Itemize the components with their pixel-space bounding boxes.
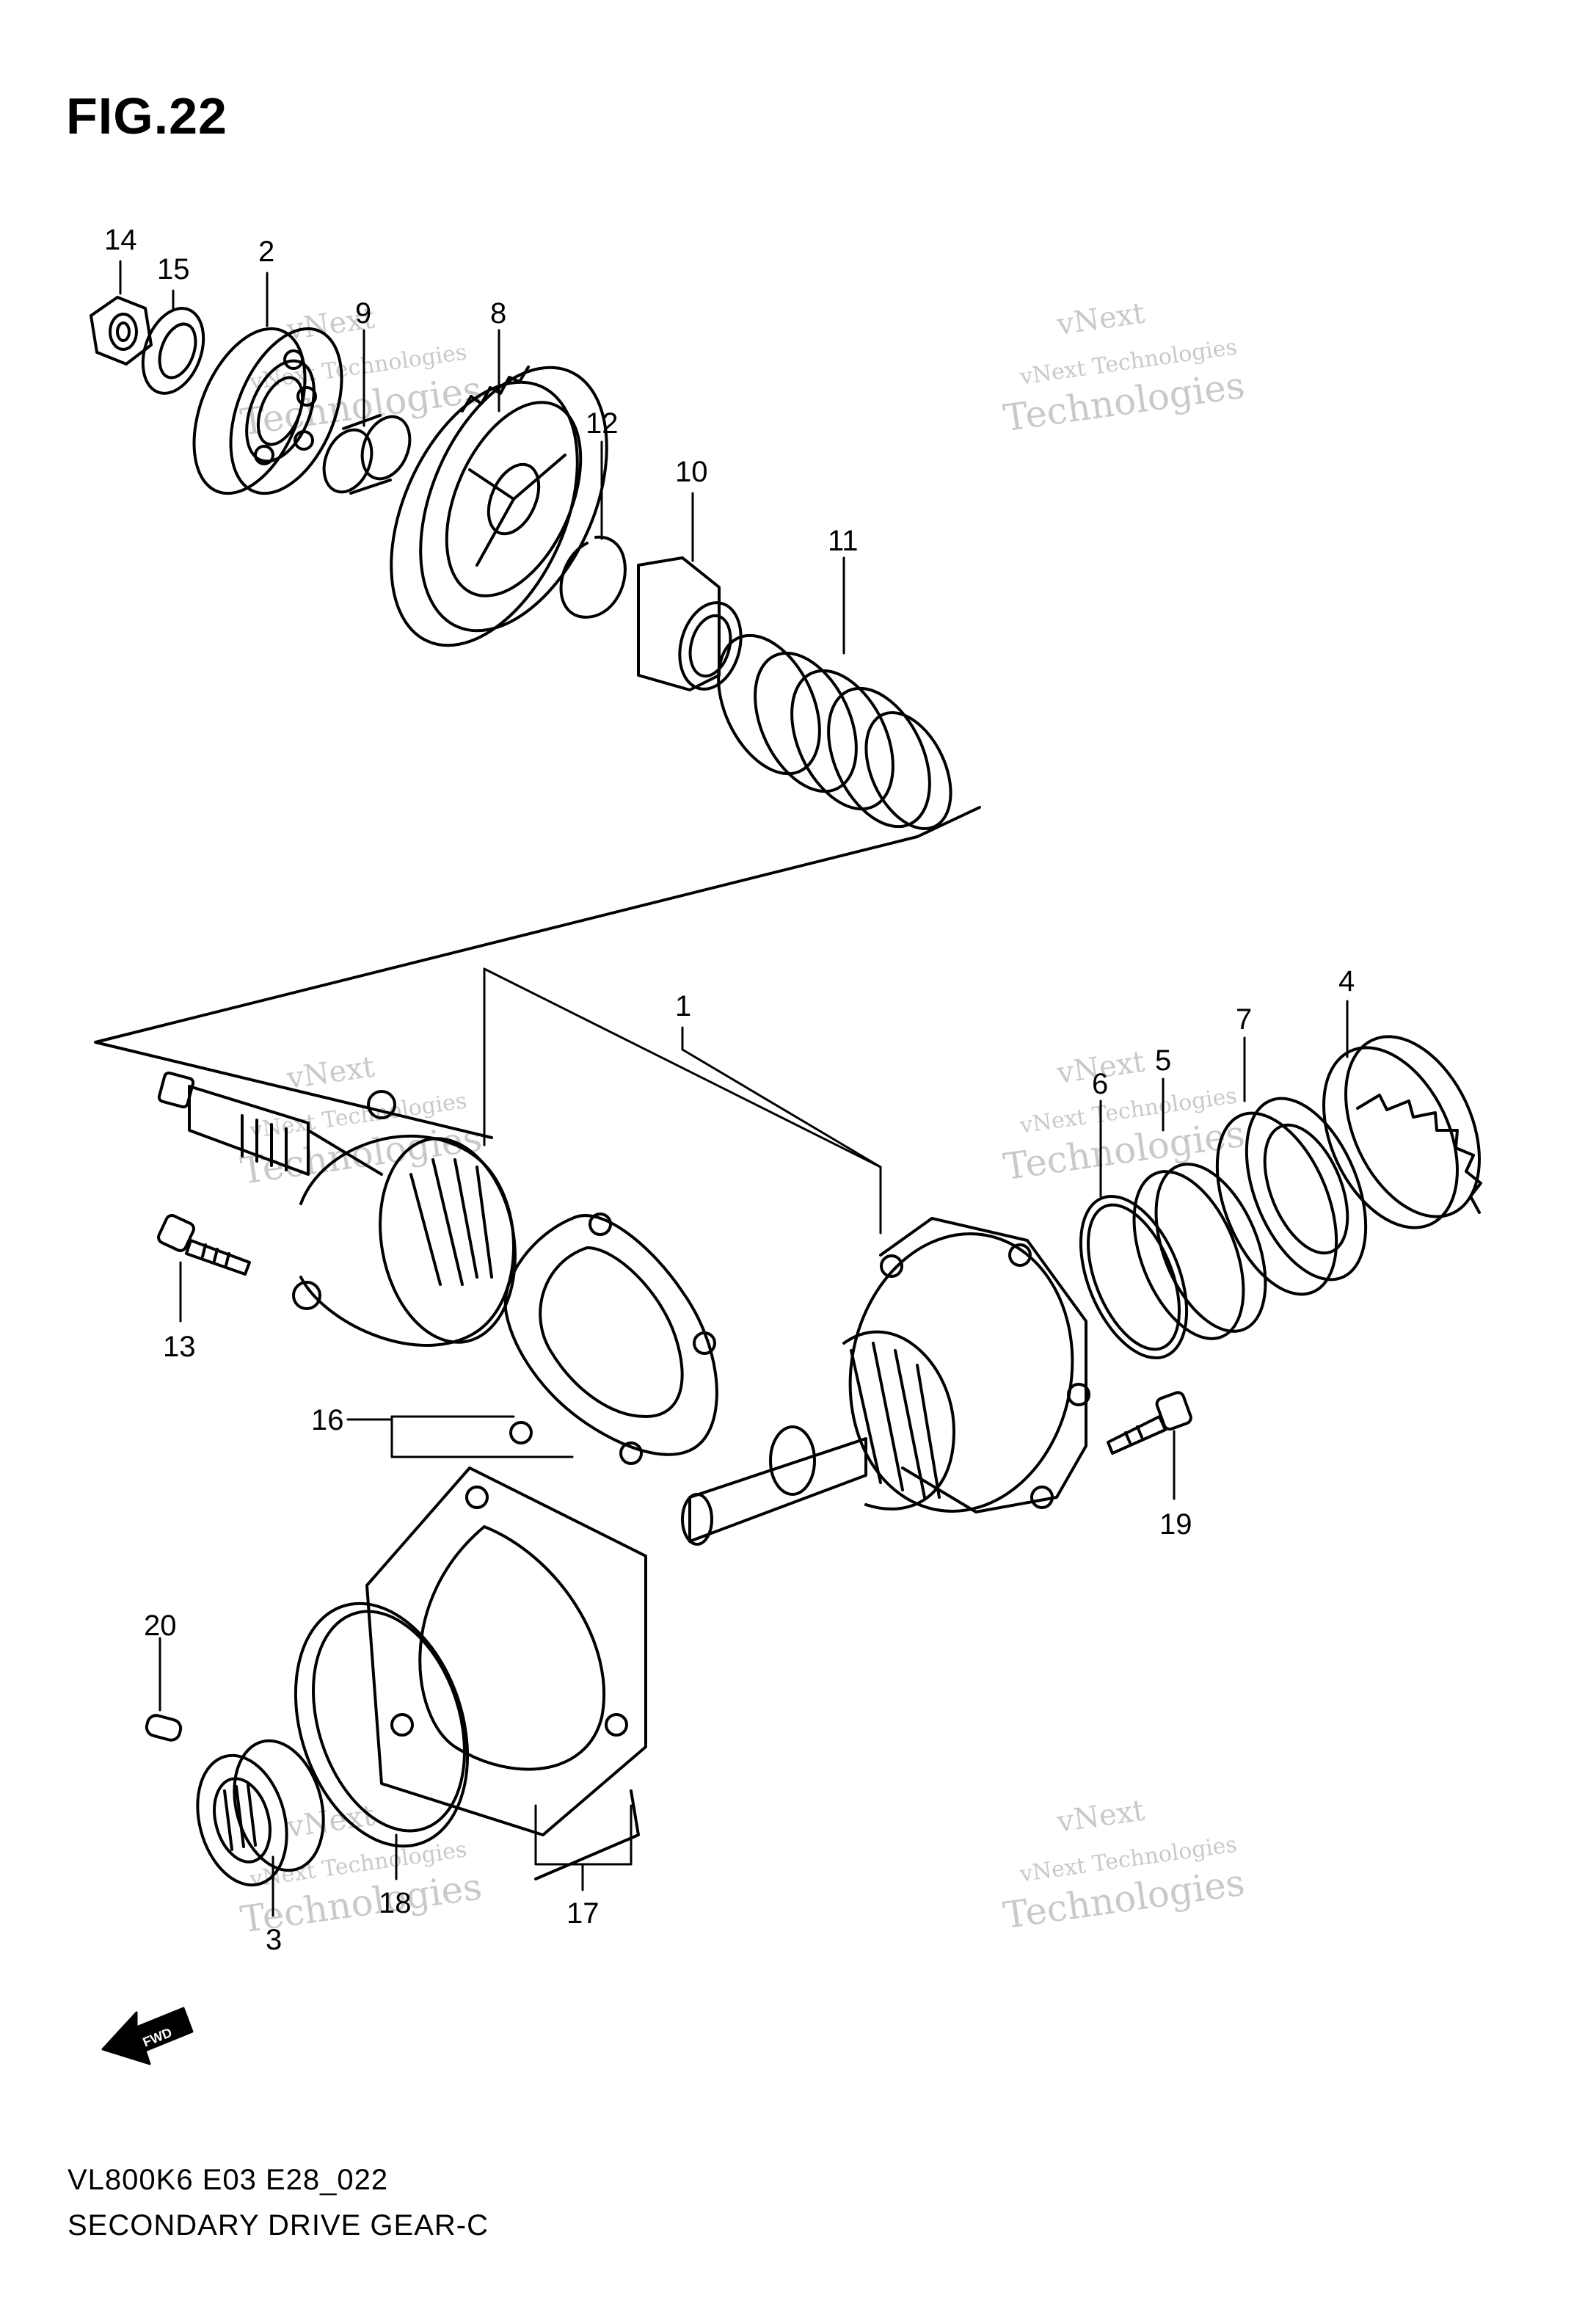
callout-5: 5 [1155, 1044, 1171, 1077]
callout-7: 7 [1236, 1003, 1252, 1036]
callout-3: 3 [266, 1924, 282, 1956]
part-19-bolt [1107, 1391, 1192, 1455]
callout-19: 19 [1159, 1508, 1192, 1541]
callout-15: 15 [157, 253, 190, 286]
callout-16: 16 [311, 1404, 344, 1436]
watermark-text: vNext [1054, 1794, 1147, 1839]
callout-13: 13 [163, 1331, 196, 1363]
part-5-shim [1132, 1163, 1267, 1340]
part-2-bearing [192, 327, 343, 495]
part-12-circlip [559, 535, 627, 619]
part-9-spacer [322, 414, 412, 495]
part-11-spring [717, 633, 952, 831]
diagram-name: SECONDARY DRIVE GEAR-C [68, 2209, 489, 2242]
callout-17: 17 [566, 1897, 600, 1930]
callout-8: 8 [490, 297, 506, 330]
part-17-gasket [365, 1466, 647, 1880]
part-13-bolt [157, 1214, 251, 1276]
part-18-o-ring [294, 1602, 470, 1848]
part-8-gear [390, 366, 608, 647]
part-6-o-ring [1079, 1194, 1189, 1360]
callout-14: 14 [104, 224, 137, 256]
part-1-pinion-shaft [157, 1071, 517, 1347]
figure-title: FIG.22 [66, 87, 227, 145]
part-1-gear-housing [681, 1217, 1090, 1546]
watermark-group: vNext vNext Technologies Technologies [1001, 1045, 1247, 1189]
callout-6: 6 [1092, 1068, 1108, 1100]
watermark-text: vNext [284, 1799, 376, 1844]
callout-18: 18 [379, 1887, 412, 1919]
part-20-pin [145, 1714, 183, 1742]
callout-10: 10 [675, 456, 708, 488]
callout-11: 11 [828, 525, 859, 557]
part-4-lock-nut [1322, 1035, 1482, 1229]
assembly-outline [94, 806, 981, 1139]
callout-1: 1 [675, 990, 691, 1022]
leader-lines [119, 260, 1349, 1917]
part-3-needle-bearing [196, 1739, 325, 1887]
callout-9-upper: 9 [355, 297, 371, 330]
callout-2: 2 [258, 236, 274, 268]
part-15-washer [141, 307, 205, 395]
callout-12: 12 [586, 407, 619, 440]
part-10-cam [637, 556, 743, 691]
part-14-nut [90, 296, 153, 366]
watermark-group: vNext vNext Technologies Technologies [238, 1050, 484, 1193]
callout-20: 20 [144, 1610, 177, 1642]
part-7-bearing [1215, 1097, 1368, 1296]
watermark-text: vNext [284, 1050, 376, 1096]
watermark-group: vNext vNext Technologies Technologies [1001, 297, 1247, 440]
callout-4: 4 [1338, 965, 1355, 997]
callout-labels: 14 15 2 9 8 12 10 11 1 4 7 5 6 13 16 19 … [104, 224, 1355, 1956]
watermark-text: vNext [1054, 297, 1147, 342]
part-16-gasket [503, 1213, 718, 1465]
fwd-arrow-icon: FWD [101, 2007, 194, 2065]
watermark-group: vNext vNext Technologies Technologies [1001, 1794, 1247, 1938]
model-code: VL800K6 E03 E28_022 [68, 2164, 389, 2196]
